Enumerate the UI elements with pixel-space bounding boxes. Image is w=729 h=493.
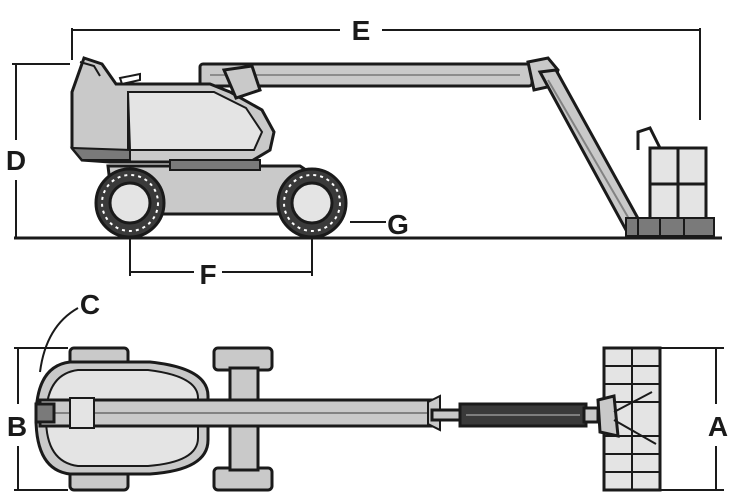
dimension-d: D bbox=[6, 63, 70, 238]
top-platform bbox=[596, 346, 662, 492]
label-b: B bbox=[7, 411, 27, 442]
label-f: F bbox=[199, 259, 216, 290]
top-boom bbox=[34, 394, 441, 432]
dimension-e: E bbox=[71, 15, 701, 120]
top-view: B C A bbox=[7, 289, 728, 492]
jib-arm bbox=[537, 68, 643, 233]
dimension-c: C bbox=[39, 289, 100, 373]
turntable-body bbox=[69, 56, 276, 164]
label-c: C bbox=[80, 289, 100, 320]
label-g: G bbox=[387, 209, 409, 240]
dimension-b: B bbox=[7, 347, 68, 491]
rear-wheel bbox=[94, 167, 166, 239]
label-d: D bbox=[6, 145, 26, 176]
front-wheel bbox=[276, 167, 348, 239]
side-view: E D G F bbox=[6, 15, 722, 290]
dimension-f: F bbox=[129, 238, 313, 290]
dimension-a: A bbox=[660, 347, 728, 491]
label-a: A bbox=[708, 411, 728, 442]
platform-basket bbox=[625, 126, 715, 237]
label-e: E bbox=[352, 15, 371, 46]
top-jib bbox=[430, 402, 600, 428]
dimension-g: G bbox=[350, 209, 409, 240]
